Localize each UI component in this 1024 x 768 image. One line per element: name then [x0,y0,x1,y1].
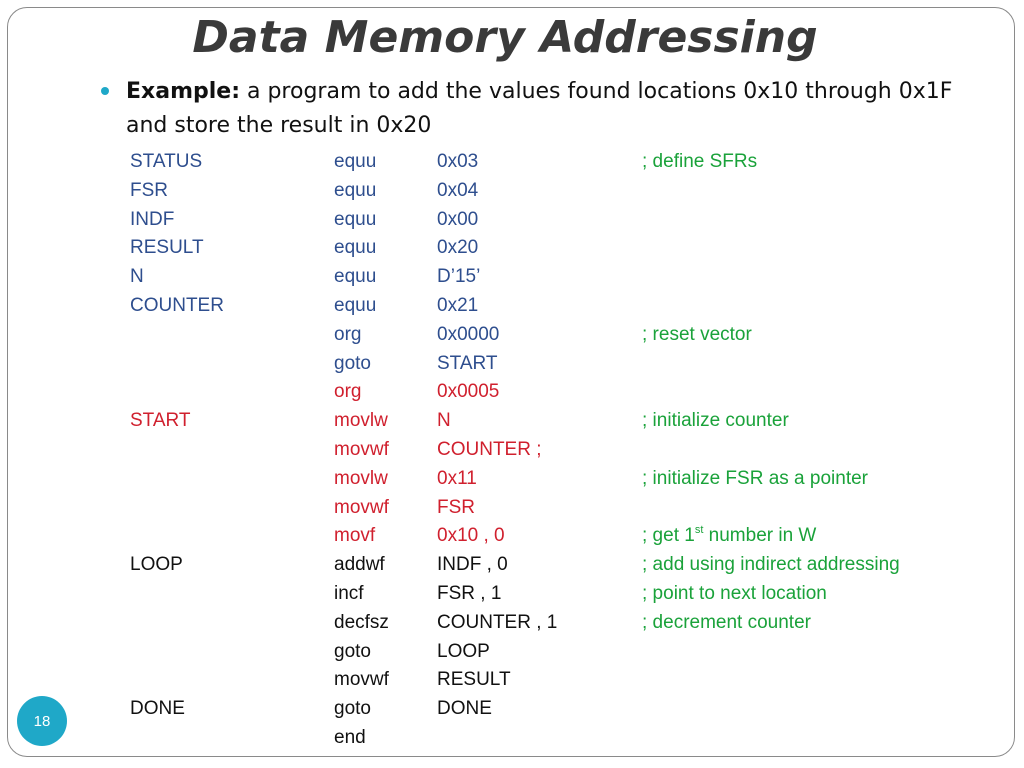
code-mnemonic: movf [334,525,376,547]
code-operand: 0x0000 [437,323,500,345]
example-label: Example: [126,79,240,104]
code-mnemonic: movwf [334,496,389,518]
code-operand: 0x04 [437,179,479,201]
code-label: LOOP [130,554,183,576]
code-mnemonic: equu [334,294,377,316]
code-operand: START [437,352,498,374]
code-mnemonic: org [334,323,362,345]
code-mnemonic: equu [334,237,377,259]
code-operand: 0x21 [437,294,479,316]
code-label: N [130,266,144,288]
code-label: INDF [130,208,175,230]
code-operand: RESULT [437,669,511,691]
code-mnemonic: org [334,381,362,403]
code-label: RESULT [130,237,204,259]
example-paragraph: Example: a program to add the values fou… [126,75,996,143]
code-operand: 0x00 [437,208,479,230]
code-mnemonic: goto [334,352,371,374]
code-comment: ; get 1st number in W [642,524,817,547]
code-comment: ; point to next location [642,582,827,604]
code-mnemonic: equu [334,179,377,201]
code-label: START [130,410,191,432]
code-mnemonic: movwf [334,669,389,691]
code-mnemonic: addwf [334,554,385,576]
example-text: a program to add the values found locati… [126,79,953,138]
code-mnemonic: decfsz [334,611,389,633]
slide-title: Data Memory Addressing [192,12,818,63]
code-mnemonic: movlw [334,410,388,432]
code-comment: ; reset vector [642,323,752,345]
code-label: STATUS [130,151,203,172]
code-comment: ; initialize counter [642,410,789,432]
code-mnemonic: equu [334,266,377,288]
slide-number-badge: 18 [17,696,67,746]
code-mnemonic: goto [334,698,371,720]
code-operand: N [437,410,451,432]
code-operand: 0x0005 [437,381,500,403]
code-operand: 0x20 [437,237,479,259]
code-label: COUNTER [130,294,224,316]
code-label: FSR [130,179,168,201]
code-label: DONE [130,698,185,720]
bullet-dot-icon [101,87,109,95]
code-operand: DONE [437,698,492,720]
code-operand: COUNTER ; [437,438,542,460]
code-mnemonic: equu [334,208,377,230]
code-comment: ; add using indirect addressing [642,554,900,576]
code-operand: LOOP [437,640,490,662]
code-mnemonic: movwf [334,438,389,460]
code-comment: ; initialize FSR as a pointer [642,467,868,489]
code-operand: 0x10 , 0 [437,525,505,547]
code-comment: ; define SFRs [642,151,758,172]
code-mnemonic: goto [334,640,371,662]
code-mnemonic: end [334,726,366,748]
slide-frame [7,7,1015,757]
code-operand: FSR , 1 [437,582,502,604]
code-operand: COUNTER , 1 [437,611,558,633]
code-comment: ; decrement counter [642,611,811,633]
code-operand: 0x11 [437,467,477,489]
code-mnemonic: equu [334,151,377,172]
code-mnemonic: movlw [334,467,388,489]
code-mnemonic: incf [334,582,364,604]
code-operand: INDF , 0 [437,554,508,576]
code-operand: FSR [437,496,475,518]
code-operand: D’15’ [437,266,481,288]
code-operand: 0x03 [437,151,479,172]
